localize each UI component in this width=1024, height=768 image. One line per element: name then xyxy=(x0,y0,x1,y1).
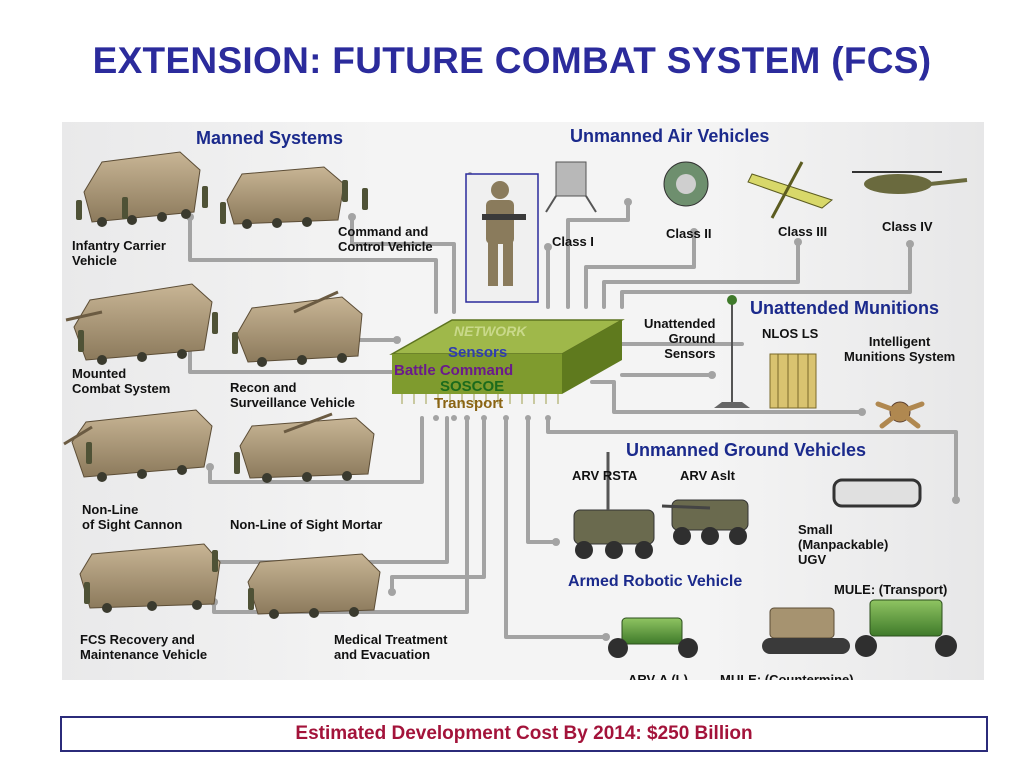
class-2-label: Class II xyxy=(666,226,712,241)
nlos-mortar-label: Non-Line of Sight Mortar xyxy=(230,517,383,532)
mounted-combat-label: Mounted Combat System xyxy=(72,366,171,396)
mule-countermine-label: MULE: (Countermine) xyxy=(720,672,854,680)
cost-text: Estimated Development Cost By 2014: $250… xyxy=(295,723,753,744)
connection-lines xyxy=(63,151,968,658)
uav-graphics xyxy=(545,161,968,219)
command-control-label: Command and Control Vehicle xyxy=(338,224,433,254)
arv-rsta-label: ARV RSTA xyxy=(572,468,638,483)
infantry-carrier-label: Infantry Carrier Vehicle xyxy=(72,238,166,268)
recon-surveillance-label: Recon and Surveillance Vehicle xyxy=(230,380,356,410)
transport-label: Transport xyxy=(434,395,504,412)
network-chip xyxy=(389,319,625,404)
soscoe-label: SOSCOE xyxy=(440,378,505,395)
ugv-header: Unmanned Ground Vehicles xyxy=(626,440,867,460)
nlos-ls-label: NLOS LS xyxy=(762,326,819,341)
small-ugv-label: Small (Manpackable) UGV xyxy=(798,522,889,567)
arv-aslt-label: ARV Aslt xyxy=(680,468,735,483)
battle-command-label: Battle Command xyxy=(394,362,514,379)
manned-systems-header: Manned Systems xyxy=(196,128,344,148)
sensors-label: Sensors xyxy=(448,344,508,361)
ground-sensors-label: Unattended Ground Sensors xyxy=(644,316,716,361)
cost-footer: Estimated Development Cost By 2014: $250… xyxy=(60,716,988,752)
slide-title: EXTENSION: FUTURE COMBAT SYSTEM (FCS) xyxy=(92,40,932,81)
arv-a-label: ARV-A (L) xyxy=(628,672,688,680)
network-chip-label: NETWORK xyxy=(454,323,527,339)
class-1-label: Class I xyxy=(552,234,594,249)
class-3-label: Class III xyxy=(778,224,828,239)
manned-vehicles xyxy=(71,151,381,615)
class-4-label: Class IV xyxy=(882,219,933,234)
medical-treatment-label: Medical Treatment and Evacuation xyxy=(334,632,448,662)
uav-header: Unmanned Air Vehicles xyxy=(570,126,770,146)
unattended-munitions-header: Unattended Munitions xyxy=(750,298,939,318)
recovery-maintenance-label: FCS Recovery and Maintenance Vehicle xyxy=(80,632,208,662)
ugv-graphics xyxy=(573,452,957,658)
armed-robotic-vehicle-label: Armed Robotic Vehicle xyxy=(568,573,743,590)
mule-transport-label: MULE: (Transport) xyxy=(834,582,948,597)
fcs-diagram-panel: NETWORK Sensors Battle Command SOSCOE Tr… xyxy=(62,122,984,680)
intelligent-munitions-label: Intelligent Munitions System xyxy=(844,334,956,364)
munitions-graphics xyxy=(714,295,925,429)
nlos-cannon-label: Non-Line of Sight Cannon xyxy=(82,502,183,532)
